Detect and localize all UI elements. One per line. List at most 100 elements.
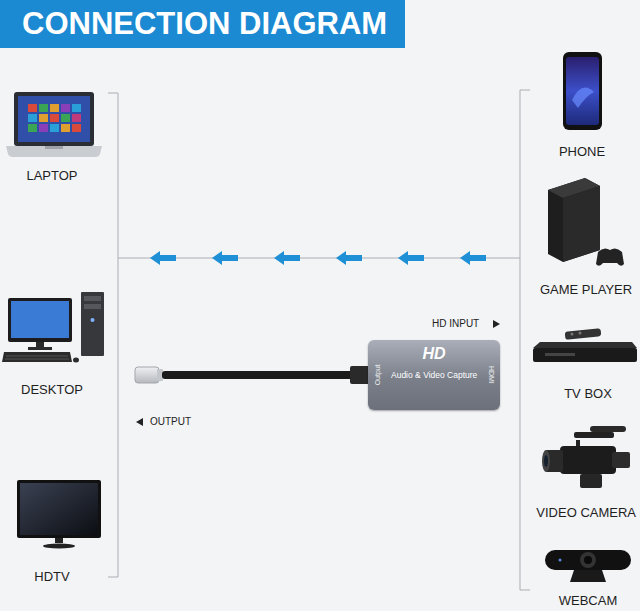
device-name: HDTV [34, 569, 69, 584]
video-camera-illustration [590, 426, 626, 432]
signal-line [118, 258, 520, 259]
laptop-illustration [72, 114, 81, 122]
video-camera-illustration [612, 452, 630, 468]
device-label: GAME PLAYER [540, 282, 632, 297]
video-camera-illustration [560, 446, 616, 474]
laptop-illustration [50, 124, 59, 132]
desktop-illustration [11, 301, 69, 338]
webcam-illustration [545, 550, 631, 570]
laptop-illustration [45, 146, 63, 149]
device-name: TV BOX [564, 386, 612, 401]
hdtv-illustration [20, 483, 98, 535]
port-caption: HD INPUT [432, 318, 479, 330]
video-camera-illustration [576, 440, 580, 446]
laptop-illustration [18, 96, 90, 142]
video-camera-illustration [574, 432, 614, 438]
output-plug [135, 367, 163, 383]
hdtv-illustration [43, 544, 75, 549]
port-label: HDMI [487, 366, 495, 384]
right-bracket [520, 90, 521, 590]
device-label: PHONE [559, 144, 605, 159]
tv-box-illustration [533, 328, 637, 362]
right-bracket [520, 90, 530, 91]
title-text: CONNECTION DIAGRAM [22, 0, 387, 48]
laptop-illustration [28, 104, 37, 112]
device-label: LAPTOP [26, 168, 77, 183]
tv-box-illustration [571, 333, 574, 336]
laptop-illustration [39, 114, 48, 122]
left-bracket [118, 93, 119, 577]
laptop-illustration [14, 92, 94, 146]
desktop-illustration [2, 292, 104, 363]
device-label: VIDEO CAMERA [536, 505, 636, 520]
signal-line [118, 258, 520, 259]
laptop-illustration [50, 104, 59, 112]
desktop-illustration [2, 352, 72, 362]
flow-arrows [150, 251, 176, 265]
right-bracket [520, 590, 530, 591]
capture-cable [350, 366, 370, 384]
webcam-illustration [545, 550, 631, 582]
direction-marks [493, 320, 500, 328]
game-player-illustration [548, 178, 624, 266]
desktop-illustration [81, 292, 104, 356]
desktop-illustration [6, 356, 68, 357]
phone-illustration [566, 57, 599, 125]
flow-arrows [336, 251, 362, 265]
laptop-illustration [61, 114, 70, 122]
flow-arrows [212, 251, 238, 265]
direction-marks [136, 418, 143, 426]
device-name: PHONE [559, 144, 605, 159]
tv-box-illustration [533, 348, 637, 362]
device-name: LAPTOP [26, 168, 77, 183]
laptop-illustration [6, 92, 102, 157]
video-camera-illustration [580, 474, 602, 488]
phone-illustration [563, 52, 602, 130]
left-bracket [108, 577, 118, 578]
left-bracket [108, 93, 118, 94]
phone-illustration [563, 52, 602, 130]
hdtv-illustration [55, 538, 63, 543]
left-bracket [108, 93, 118, 577]
laptop-illustration [6, 146, 102, 157]
tv-box-illustration [533, 342, 637, 348]
capture-card: OutputHDAudio & Video CaptureHDMI [368, 340, 500, 410]
device-label: WEBCAM [559, 593, 618, 608]
desktop-illustration [8, 298, 72, 342]
laptop-illustration [28, 124, 37, 132]
game-player-illustration [548, 178, 600, 262]
right-bracket [520, 90, 530, 590]
hdtv-illustration [17, 480, 101, 549]
desktop-illustration [84, 304, 101, 309]
webcam-illustration [570, 570, 606, 582]
capture-cable [162, 366, 370, 384]
laptop-illustration [39, 124, 48, 132]
desktop-illustration [28, 347, 52, 350]
hdtv-illustration [17, 480, 101, 538]
laptop-illustration [61, 104, 70, 112]
brand-mark: HD [423, 345, 446, 363]
laptop-illustration [28, 114, 37, 122]
output-plug [135, 367, 159, 383]
capture-cable [162, 371, 354, 379]
flow-arrows [398, 251, 424, 265]
device-label: DESKTOP [21, 382, 83, 397]
webcam-illustration [580, 552, 596, 568]
device-label: HDTV [34, 569, 69, 584]
video-camera-illustration [544, 455, 548, 467]
laptop-illustration [72, 124, 81, 132]
desktop-illustration [84, 296, 101, 301]
port-caption: OUTPUT [150, 416, 191, 428]
game-player-illustration [563, 186, 600, 262]
phone-illustration [572, 88, 594, 109]
video-camera-illustration [542, 426, 630, 488]
device-label: TV BOX [564, 386, 612, 401]
tv-box-illustration [579, 332, 582, 335]
video-camera-illustration [542, 450, 550, 472]
flow-arrows [274, 251, 300, 265]
desktop-illustration [91, 318, 95, 322]
port-label: Output [373, 364, 381, 385]
title-banner: CONNECTION DIAGRAM [0, 0, 405, 48]
webcam-illustration [584, 556, 592, 564]
device-name: DESKTOP [21, 382, 83, 397]
